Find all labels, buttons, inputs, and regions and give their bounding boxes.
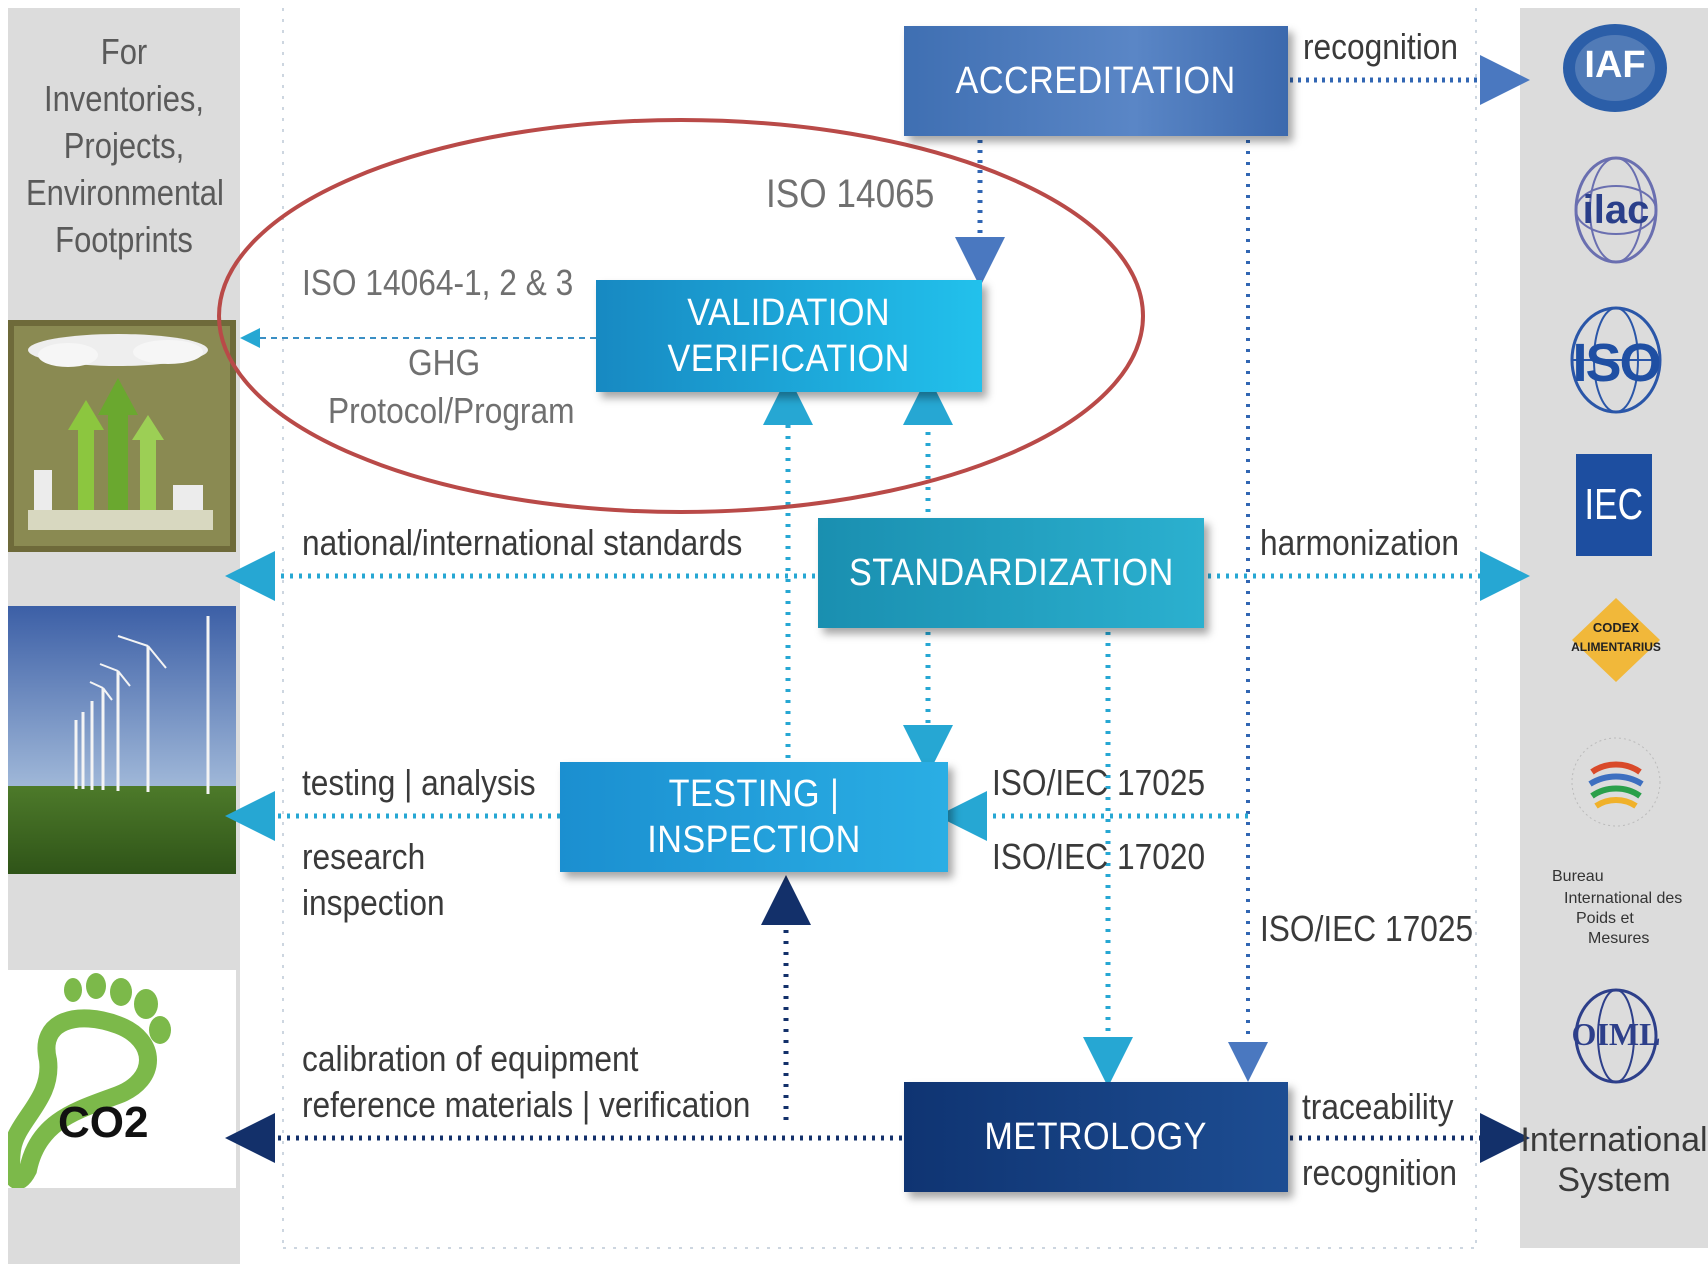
- recognition-bottom-label: recognition: [1302, 1152, 1457, 1193]
- codex-logo: CODEX ALIMENTARIUS: [1560, 590, 1672, 690]
- national-standards-label: national/international standards: [302, 522, 743, 563]
- iso-17025-right-label: ISO/IEC 17025: [1260, 908, 1474, 949]
- iso-14065-label: ISO 14065: [766, 172, 935, 216]
- ghg-label: GHG: [408, 342, 481, 383]
- iso-17020-label: ISO/IEC 17020: [992, 836, 1206, 877]
- international-system-label: International System: [1520, 1121, 1708, 1199]
- ghg-emissions-image: [8, 320, 236, 552]
- co2-footprint-image: [8, 970, 236, 1188]
- ghg-protocol-label: Protocol/Program: [328, 390, 575, 431]
- wto-logo: [1566, 728, 1666, 836]
- traceability-label: traceability: [1302, 1086, 1454, 1127]
- iaf-logo: IAF: [1560, 20, 1670, 116]
- accreditation-box: ACCREDITATION: [904, 26, 1288, 136]
- reference-materials-label: reference materials | verification: [302, 1084, 751, 1125]
- ilac-logo-text: ilac: [1582, 188, 1650, 232]
- iso-17025-mid-label: ISO/IEC 17025: [992, 762, 1206, 803]
- standardization-box: STANDARDIZATION: [818, 518, 1204, 628]
- iec-logo: IEC: [1576, 454, 1652, 556]
- iaf-logo-text: IAF: [1584, 44, 1646, 86]
- research-label: research: [302, 836, 426, 877]
- iso-logo: ISO: [1560, 302, 1672, 418]
- bipm-line1: Bureau: [1552, 868, 1604, 885]
- metrology-box: METROLOGY: [904, 1082, 1288, 1192]
- ilac-logo: ilac: [1570, 152, 1662, 268]
- iso-logo-text: ISO: [1572, 333, 1661, 393]
- wind-turbines-image: [8, 606, 236, 874]
- bipm-line2: International des: [1564, 890, 1683, 907]
- oiml-logo-text: OIML: [1571, 1016, 1661, 1052]
- bipm-line3: Poids et: [1576, 910, 1634, 927]
- codex-logo-line1: CODEX: [1592, 620, 1640, 635]
- inspection-label: inspection: [302, 882, 445, 923]
- codex-logo-line2: ALIMENTARIUS: [1571, 640, 1661, 654]
- iec-logo-text: IEC: [1584, 480, 1644, 529]
- testing-inspection-box: TESTING | INSPECTION: [560, 762, 948, 872]
- iso-14064-label: ISO 14064-1, 2 & 3: [302, 262, 574, 303]
- harmonization-label: harmonization: [1260, 522, 1459, 563]
- bipm-line4: Mesures: [1588, 930, 1650, 947]
- oiml-logo: OIML: [1568, 986, 1664, 1086]
- testing-analysis-label: testing | analysis: [302, 762, 536, 803]
- calibration-label: calibration of equipment: [302, 1038, 639, 1079]
- bipm-logo: Bureau International des Poids et Mesure…: [1552, 868, 1692, 960]
- validation-verification-box: VALIDATION VERIFICATION: [596, 280, 982, 392]
- recognition-top-label: recognition: [1303, 26, 1458, 67]
- co2-label: CO2: [58, 1098, 149, 1147]
- left-panel-caption: For Inventories, Projects, Environmental…: [25, 31, 224, 260]
